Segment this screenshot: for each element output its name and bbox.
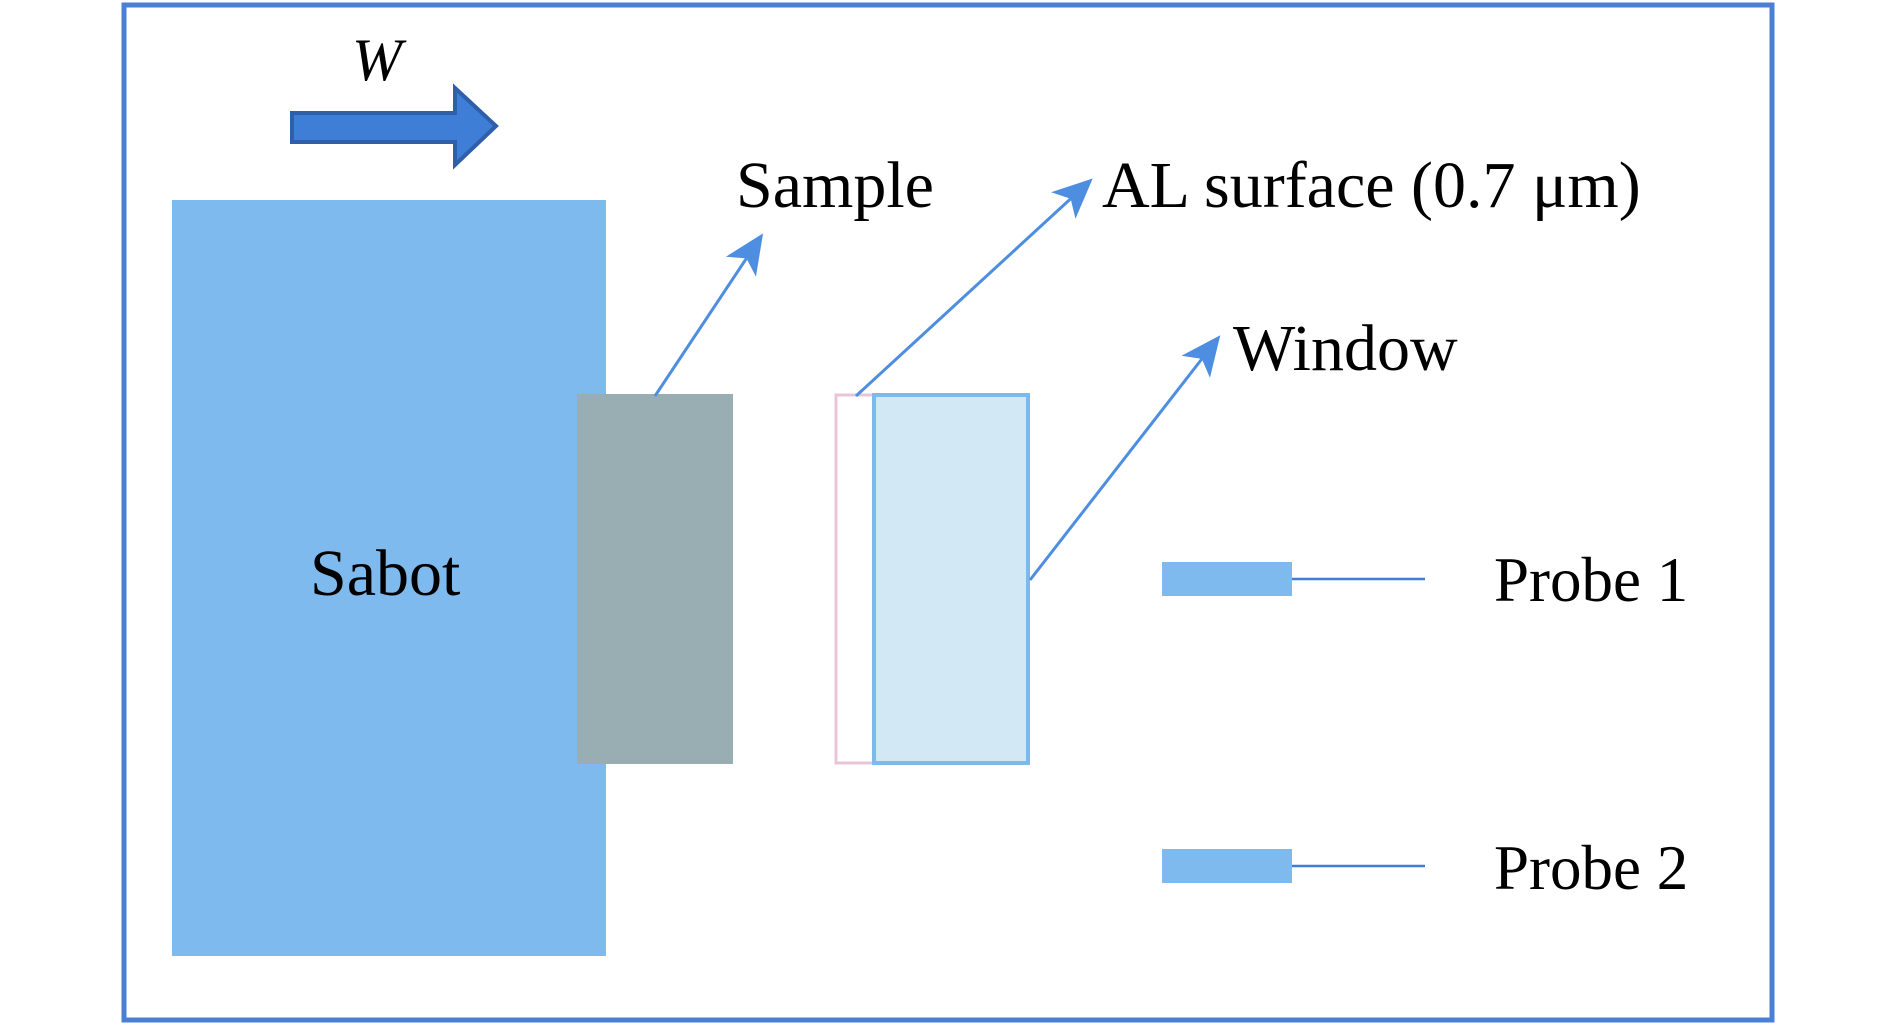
velocity-arrow-icon <box>290 83 499 170</box>
al-surface-layer <box>834 393 876 765</box>
al-surface-label: AL surface (0.7 μm) <box>1102 149 1641 222</box>
window-pointer-arrow <box>1028 335 1221 581</box>
probe-2-label: Probe 2 <box>1494 833 1688 903</box>
velocity-label: W <box>352 27 407 93</box>
window-block <box>872 393 1030 765</box>
probe-1-body <box>1162 562 1292 596</box>
probe-1-label: Probe 1 <box>1494 545 1688 615</box>
probe-2-body <box>1162 849 1292 883</box>
sample-pointer-arrow <box>653 233 764 397</box>
diagram-frame <box>121 2 1775 1023</box>
sample-label: Sample <box>736 149 934 222</box>
sample-block <box>577 394 733 764</box>
al-surface-pointer-arrow <box>854 178 1093 398</box>
sabot-block <box>172 200 606 956</box>
window-label: Window <box>1233 312 1458 385</box>
sabot-label: Sabot <box>310 537 460 610</box>
